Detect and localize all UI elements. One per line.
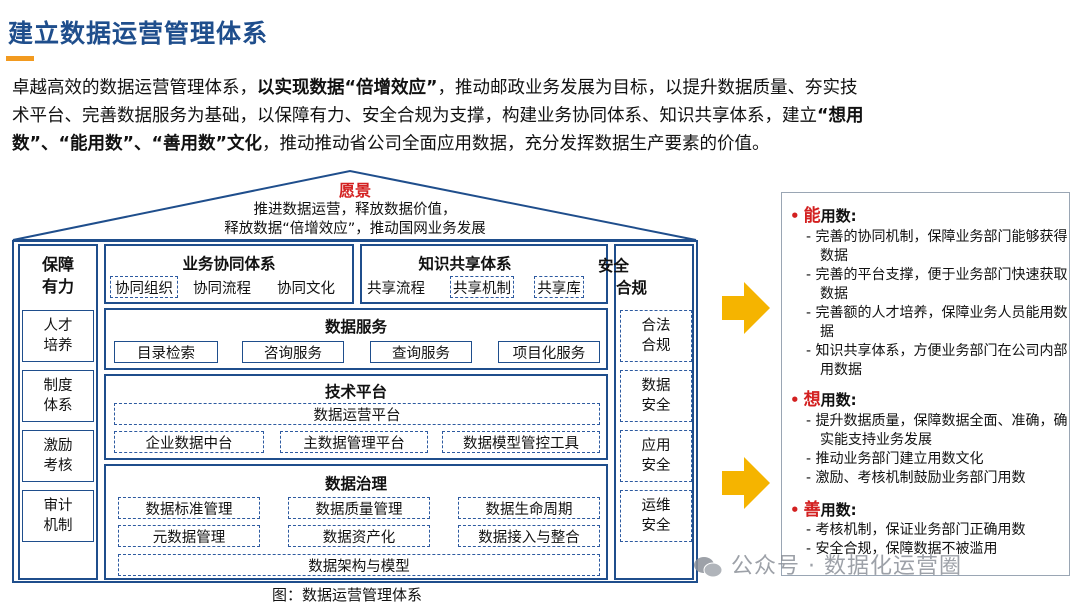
- intro-paragraph: 卓越高效的数据运营管理体系，以实现数据“倍增效应”，推动邮政业务发展为目标，以提…: [12, 74, 1042, 158]
- roof-line-2: 释放数据“倍增效应”，推动国网业务发展: [224, 221, 486, 237]
- service-item: 查询服务: [370, 341, 472, 363]
- governance-item: 数据质量管理: [288, 497, 430, 519]
- section-key: 想: [803, 390, 821, 410]
- governance-item: 元数据管理: [118, 525, 260, 547]
- title-underline: [6, 56, 34, 61]
- panel-item: - 推动业务部门建立用数文化: [806, 451, 984, 467]
- panel-item: - 完善额的人才培养，保障业务人员能用数据: [806, 305, 1068, 340]
- governance-item: 数据接入与整合: [458, 525, 600, 547]
- collab-item: 协同文化: [270, 276, 342, 298]
- support-title: 保障 有力: [41, 255, 74, 296]
- compliance-title-a: 安全: [598, 257, 630, 275]
- panel-item: - 考核机制，保证业务部门正确用数: [806, 522, 1026, 538]
- service-item: 目录检索: [114, 341, 218, 363]
- compliance-item-legal: 合法 合规: [620, 310, 692, 362]
- support-item-audit: 审计 机制: [22, 490, 94, 542]
- compliance-item-data: 数据 安全: [620, 370, 692, 422]
- section-title-able: •能用数:: [790, 201, 857, 226]
- governance-item: 数据资产化: [288, 525, 430, 547]
- watermark-text: 公众号 · 数据化运营圈: [731, 554, 962, 579]
- service-item: 咨询服务: [242, 341, 344, 363]
- tech-item: 数据模型管控工具: [442, 431, 600, 453]
- support-item-talent: 人才 培养: [22, 310, 94, 362]
- section-rest: 用数:: [820, 501, 857, 519]
- intro-bold: “想用: [817, 106, 864, 126]
- support-item-system: 制度 体系: [22, 370, 94, 422]
- panel-item: - 安全合规，保障数据不被滥用: [806, 541, 998, 557]
- knowledge-item: 共享机制: [450, 276, 514, 298]
- collab-title: 业务协同体系: [182, 255, 276, 273]
- compliance-item-ops: 运维 安全: [620, 490, 692, 542]
- compliance-title-b: 合规: [616, 279, 648, 297]
- section-title-good: •善用数:: [790, 495, 857, 520]
- section-key: 能: [803, 206, 821, 226]
- tech-ops-platform: 数据运营平台: [114, 403, 600, 425]
- intro-text: 卓越高效的数据运营管理体系，: [12, 78, 257, 98]
- intro-bold: 以实现数据“倍增效应”: [257, 78, 438, 98]
- knowledge-title: 知识共享体系: [418, 255, 512, 273]
- panel-item: - 完善的平台支撑，便于业务部门快速获取数据: [806, 267, 1068, 302]
- intro-text: ，推动推动省公司全面应用数据，充分发挥数据生产要素的价值。: [262, 134, 770, 154]
- arrow-right-icon: [722, 282, 770, 334]
- benefits-panel: [781, 192, 1070, 576]
- bullet-icon: •: [790, 501, 800, 519]
- bullet-icon: •: [790, 391, 800, 409]
- collab-item: 协同流程: [186, 276, 258, 298]
- knowledge-item: 共享库: [534, 276, 584, 298]
- section-rest: 用数:: [820, 207, 857, 225]
- figure-caption: 图：数据运营管理体系: [272, 586, 423, 604]
- governance-item: 数据生命周期: [458, 497, 600, 519]
- panel-item: - 完善的协同机制，保障业务部门能够获得数据: [806, 229, 1068, 264]
- services-title: 数据服务: [324, 318, 387, 336]
- panel-item: - 知识共享体系，方便业务部门在公司内部用数据: [806, 343, 1068, 378]
- governance-architecture: 数据架构与模型: [118, 554, 600, 576]
- intro-text: 术平台、完善数据服务为基础，以保障有力、安全合规为支撑，构建业务协同体系、知识共…: [12, 106, 817, 126]
- watermark: 公众号 · 数据化运营圈: [693, 548, 962, 580]
- bullet-icon: •: [790, 207, 800, 225]
- compliance-item-app: 应用 安全: [620, 430, 692, 482]
- panel-item: - 激励、考核机制鼓励业务部门用数: [806, 470, 1026, 486]
- roof-line-1: 推进数据运营，释放数据价值，: [253, 202, 457, 218]
- section-rest: 用数:: [820, 391, 857, 409]
- knowledge-item: 共享流程: [364, 276, 428, 298]
- tech-title: 技术平台: [324, 383, 387, 401]
- intro-bold: 数”、“能用数”、“善用数”文化: [12, 134, 263, 154]
- governance-title: 数据治理: [324, 475, 387, 493]
- wechat-icon: [693, 555, 723, 579]
- roof-title: 愿景: [338, 181, 371, 200]
- service-item: 项目化服务: [498, 341, 600, 363]
- tech-item: 企业数据中台: [114, 431, 264, 453]
- collab-item: 协同组织: [110, 276, 178, 298]
- arrow-right-icon: [722, 457, 770, 509]
- governance-item: 数据标准管理: [118, 497, 260, 519]
- intro-text: ，推动邮政业务发展为目标，以提升数据质量、夯实技: [437, 78, 858, 98]
- panel-item: - 提升数据质量，保障数据全面、准确，确实能支持业务发展: [806, 413, 1068, 448]
- page-title: 建立数据运营管理体系: [8, 19, 269, 48]
- section-key: 善: [803, 500, 821, 520]
- section-title-want: •想用数:: [790, 385, 857, 410]
- tech-item: 主数据管理平台: [280, 431, 428, 453]
- support-item-incentive: 激励 考核: [22, 430, 94, 482]
